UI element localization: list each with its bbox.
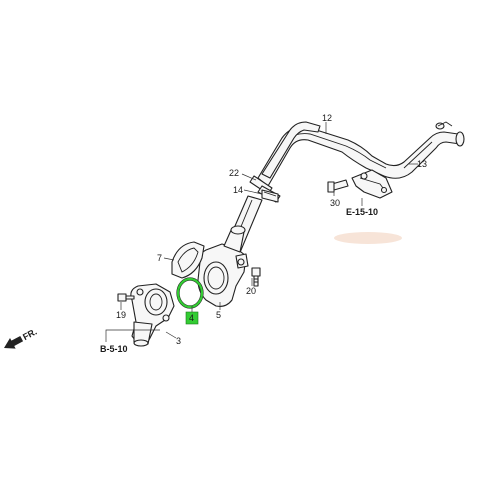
callout-3: 3 [176, 336, 181, 346]
callout-14: 14 [233, 185, 243, 195]
callout-13: 13 [417, 159, 427, 169]
callout-20: 20 [246, 286, 256, 296]
callout-4-highlight[interactable]: 4 [185, 311, 199, 325]
callout-19: 19 [116, 310, 126, 320]
callout-30: 30 [330, 198, 340, 208]
o-ring-4[interactable] [176, 277, 204, 309]
callout-22: 22 [229, 168, 239, 178]
water-outlet-5[interactable] [197, 225, 249, 307]
front-direction-arrow: FR. [4, 326, 39, 349]
bolt-30[interactable] [327, 179, 349, 193]
watermark-logo [334, 232, 402, 244]
ref-e-15-10[interactable]: E-15-10 [346, 207, 378, 217]
hose-clamp-14[interactable] [261, 189, 279, 203]
leader-lines [105, 122, 418, 342]
callout-7: 7 [157, 253, 162, 263]
gasket-7[interactable] [171, 241, 205, 279]
ref-b-5-10[interactable]: B-5-10 [100, 344, 128, 354]
callout-5: 5 [216, 310, 221, 320]
bracket-30[interactable] [351, 169, 393, 199]
thermostat-cover-3[interactable] [130, 283, 175, 347]
callout-4: 4 [189, 313, 194, 323]
callout-12: 12 [322, 113, 332, 123]
bolt-19[interactable] [117, 293, 135, 302]
water-pipe-12[interactable] [249, 121, 465, 203]
front-label: FR. [21, 326, 38, 342]
bolt-20[interactable] [251, 267, 261, 287]
